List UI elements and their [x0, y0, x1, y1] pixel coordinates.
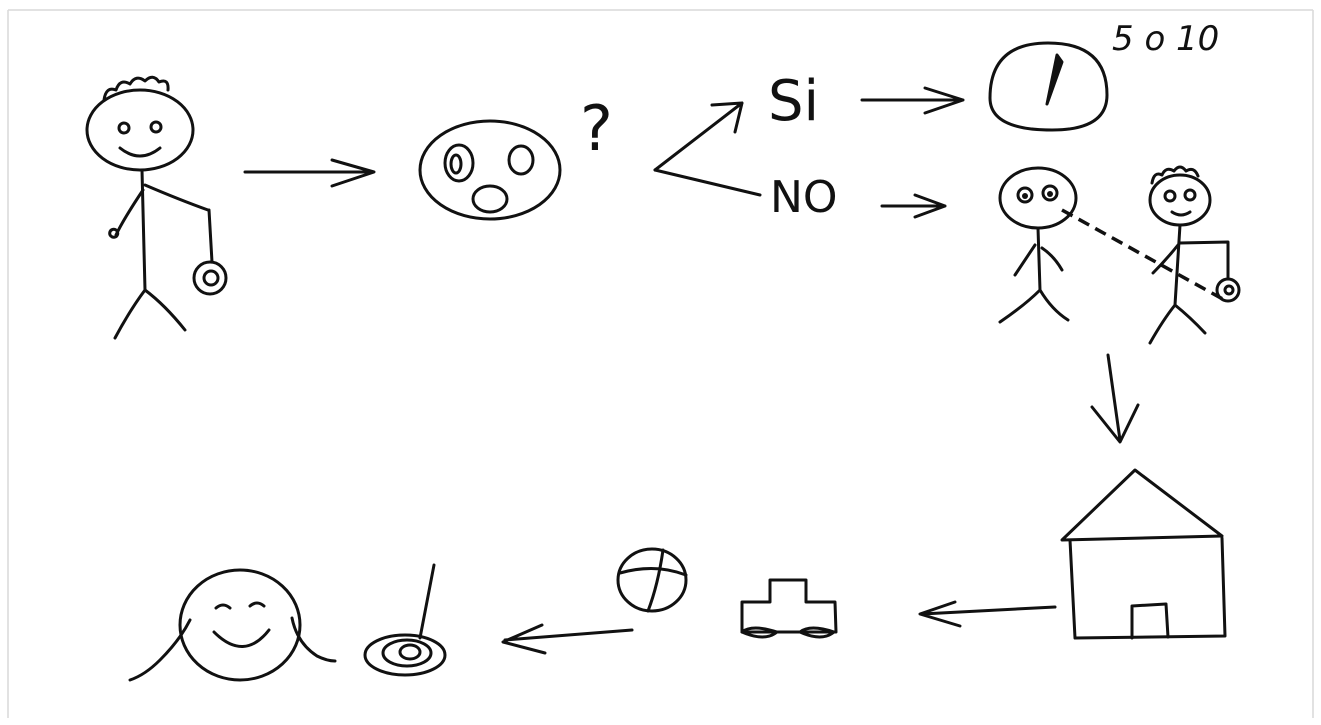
arrow-no-to-kids: [880, 193, 947, 219]
arrow-house-to-car: [918, 600, 1057, 628]
boy-smile: [118, 146, 162, 158]
girl-hair-left: [128, 618, 192, 682]
girl-smile: [212, 628, 271, 648]
boy-body: [140, 168, 147, 292]
house-icon: [1060, 468, 1227, 640]
girl-eyebrows: [214, 601, 266, 610]
clock-icon: [988, 41, 1109, 132]
surprised-eye-left: [443, 143, 475, 183]
boy-eye-right: [149, 120, 163, 134]
yes-label: Si: [768, 69, 819, 134]
duration-label: 5 o 10: [1112, 19, 1219, 59]
clock-hand: [1045, 53, 1064, 106]
sight-line-dashed: [1061, 208, 1229, 304]
boy-with-yoyo-figure: [85, 75, 228, 340]
boy-eye-left: [117, 121, 131, 135]
arrow-down-to-house: [1090, 353, 1140, 444]
surprised-eye-right: [507, 144, 535, 176]
yoyo-outer: [192, 260, 228, 296]
arrow-yes-to-clock: [860, 86, 965, 115]
kid-with-yoyo-figure: [1148, 165, 1241, 345]
branch-arrows: [653, 101, 762, 197]
ball-icon: [616, 547, 688, 613]
yoyo-inner: [202, 269, 220, 287]
house-roof: [1060, 468, 1224, 542]
yes-branch-arrow: [653, 101, 744, 172]
surprised-pupil-left: [449, 153, 463, 175]
surprised-mouth: [471, 184, 509, 214]
arrow-boy-to-face: [243, 158, 376, 188]
house-door: [1130, 602, 1170, 640]
toy-car-icon: [740, 578, 838, 639]
boy-left-arm: [108, 188, 145, 239]
house-walls: [1068, 536, 1227, 640]
spinning-top-icon: [363, 563, 447, 677]
no-label: NO: [770, 172, 838, 223]
boy-right-arm: [143, 183, 210, 212]
boy-legs: [113, 288, 187, 340]
car-wheels: [740, 626, 836, 639]
curly-hair: [102, 75, 170, 102]
kid-hair: [1150, 165, 1200, 185]
boy-head: [85, 88, 195, 172]
arrow-toys-to-girl: [501, 623, 634, 655]
surprised-face: [418, 119, 562, 221]
kid-looking-figure: [998, 166, 1078, 324]
no-branch-arrow: [653, 168, 762, 197]
question-mark: ?: [580, 92, 613, 165]
girl-hair-right: [290, 616, 337, 663]
yoyo-string: [207, 208, 214, 264]
girl-face-figure: [128, 568, 337, 682]
